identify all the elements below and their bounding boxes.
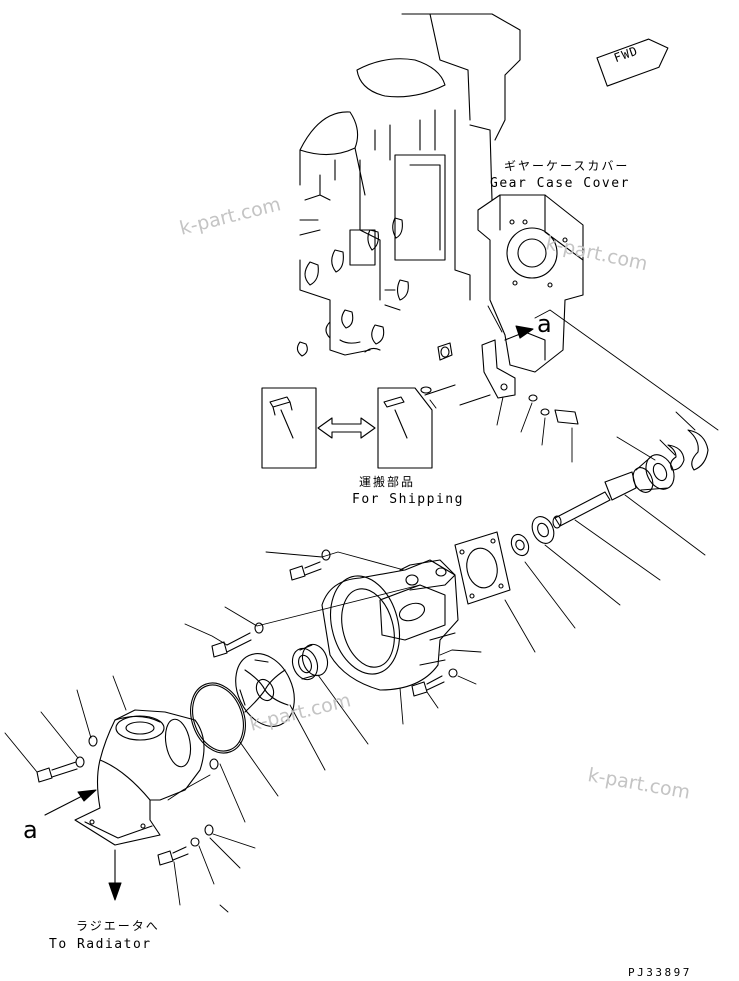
bolt-elbow-lower bbox=[158, 825, 213, 865]
bracket-parts bbox=[421, 340, 578, 424]
bolt-elbow-upper bbox=[37, 736, 97, 782]
flow-arrow-a-lower bbox=[45, 790, 96, 815]
bearing-rear bbox=[508, 513, 558, 558]
callout-a-upper: a bbox=[537, 310, 552, 338]
callout-a-lower: a bbox=[23, 816, 38, 844]
water-outlet-elbow bbox=[75, 710, 218, 845]
gasket-plate bbox=[455, 532, 510, 604]
gear-case-cover-label-jp: ギヤーケースカバー bbox=[504, 159, 630, 173]
impeller bbox=[224, 644, 305, 736]
leader-lines bbox=[5, 306, 718, 912]
flow-arrow-a-upper bbox=[505, 326, 533, 340]
shipping-part-box-right bbox=[378, 388, 432, 468]
bolt-pump-side bbox=[412, 669, 457, 696]
bolt-middle bbox=[212, 623, 263, 657]
gear-case-cover-label: Gear Case Cover bbox=[490, 176, 630, 191]
engine-block bbox=[297, 14, 520, 356]
drawing-code: PJ33897 bbox=[628, 966, 692, 979]
for-shipping-label-jp: 運搬部品 bbox=[359, 475, 416, 489]
shipping-part-box-left bbox=[262, 388, 316, 468]
for-shipping-label: For Shipping bbox=[352, 492, 464, 507]
fwd-arrow-icon bbox=[597, 34, 673, 86]
gear-case-cover bbox=[478, 195, 583, 372]
bolt-upper bbox=[290, 550, 330, 580]
shaft bbox=[553, 472, 636, 528]
to-radiator-label: To Radiator bbox=[49, 937, 152, 952]
flow-arrow-to-radiator bbox=[109, 850, 121, 900]
pump-body bbox=[320, 560, 458, 690]
snap-rings bbox=[668, 430, 708, 470]
to-radiator-label-jp: ラジエータへ bbox=[76, 919, 160, 933]
o-ring bbox=[181, 675, 254, 760]
bearing-front bbox=[629, 450, 679, 495]
double-arrow bbox=[318, 418, 375, 438]
water-seal bbox=[288, 641, 331, 683]
